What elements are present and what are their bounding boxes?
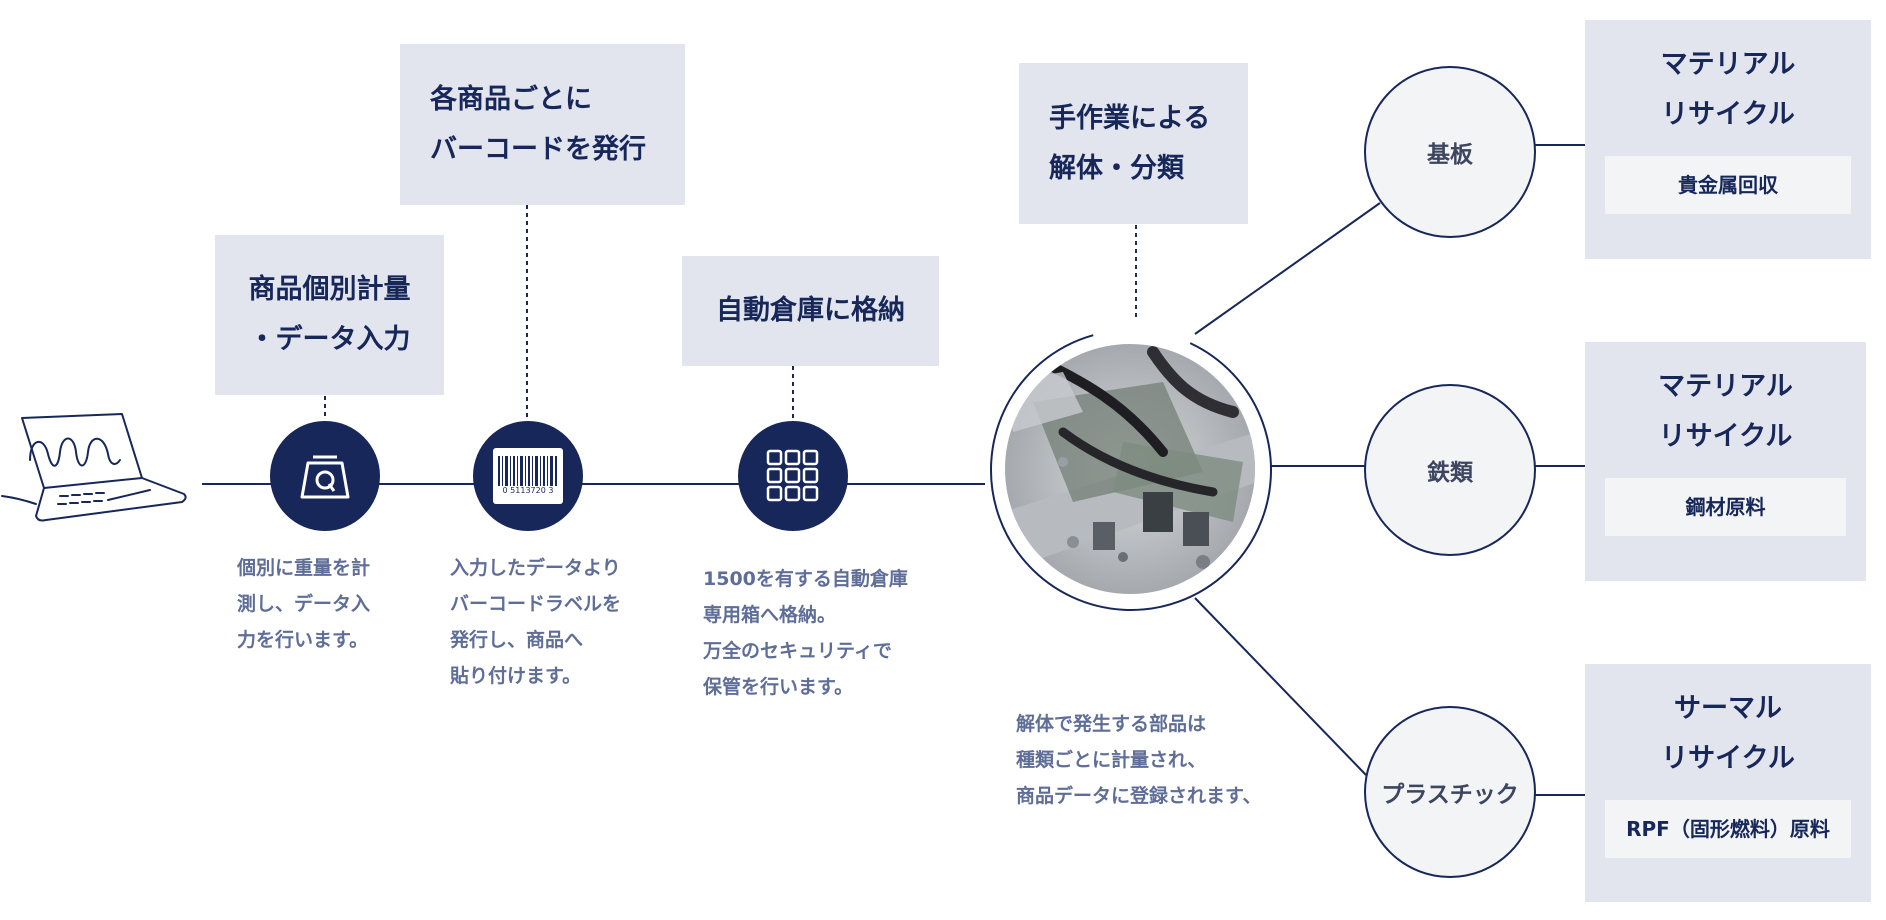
grid-icon-circle bbox=[738, 421, 848, 531]
step-storage-desc-line: 1500を有する自動倉庫 bbox=[703, 568, 908, 590]
result-board-line1: マテリアル bbox=[1660, 49, 1796, 80]
result-board-sub: 貴金属回収 bbox=[1605, 156, 1851, 214]
step-weigh-title-line1: 商品個別計量 bbox=[248, 274, 411, 305]
step-barcode-desc-line: バーコードラベルを bbox=[450, 593, 622, 615]
step-dismantle-title-line1: 手作業による bbox=[1049, 102, 1211, 134]
step-storage-title: 自動倉庫に格納 bbox=[716, 295, 905, 326]
result-plastic-line2: リサイクル bbox=[1661, 743, 1795, 774]
step-storage-box: 自動倉庫に格納 bbox=[682, 256, 939, 366]
result-iron-line1: マテリアル bbox=[1658, 371, 1793, 402]
result-board-box: マテリアル リサイクル 貴金属回収 bbox=[1585, 20, 1871, 259]
category-iron: 鉄類 bbox=[1364, 384, 1536, 556]
step-storage-desc-line: 専用箱へ格納。 bbox=[703, 604, 837, 626]
step-barcode-desc: 入力したデータより バーコードラベルを 発行し、商品へ 貼り付けます。 bbox=[450, 550, 621, 694]
barcode-number: 0 5113720 3 bbox=[502, 486, 554, 495]
scale-icon bbox=[300, 455, 350, 499]
laptop-icon bbox=[1, 413, 187, 522]
step-barcode-title-line1: 各商品ごとに bbox=[430, 83, 592, 115]
step-weigh-desc: 個別に重量を計 測し、データ入 力を行います。 bbox=[237, 550, 370, 658]
barcode-icon bbox=[498, 456, 557, 486]
category-board-label: 基板 bbox=[1427, 142, 1473, 168]
category-plastic: プラスチック bbox=[1364, 706, 1536, 878]
step-dismantle-title-line2: 解体・分類 bbox=[1049, 152, 1184, 184]
step-dismantle-box: 手作業による 解体・分類 bbox=[1019, 63, 1248, 224]
result-iron-box: マテリアル リサイクル 鋼材原料 bbox=[1585, 342, 1866, 581]
step-storage-desc-line: 保管を行います。 bbox=[703, 676, 854, 698]
dismantled-parts-photo bbox=[1005, 344, 1255, 594]
result-board-line2: リサイクル bbox=[1661, 99, 1795, 130]
step-dismantle-desc-line: 商品データに登録されます、 bbox=[1016, 785, 1262, 807]
step-storage-desc-line: 万全のセキュリティで bbox=[703, 640, 892, 662]
step-barcode-title-line2: バーコードを発行 bbox=[430, 133, 646, 165]
result-iron-sub: 鋼材原料 bbox=[1605, 478, 1846, 536]
step-weigh-desc-line: 個別に重量を計 bbox=[237, 557, 371, 579]
step-weigh-title-line2: ・データ入力 bbox=[248, 324, 411, 355]
result-plastic-box: サーマル リサイクル RPF（固形燃料）原料 bbox=[1585, 664, 1871, 902]
step-dismantle-desc-line: 種類ごとに計量され、 bbox=[1016, 749, 1207, 771]
step-weigh-desc-line: 測し、データ入 bbox=[237, 593, 371, 615]
result-iron-line2: リサイクル bbox=[1658, 421, 1793, 452]
grid-icon bbox=[766, 449, 819, 502]
step-dismantle-desc: 解体で発生する部品は 種類ごとに計量され、 商品データに登録されます、 bbox=[1016, 706, 1261, 814]
step-weigh-box: 商品個別計量 ・データ入力 bbox=[215, 235, 444, 395]
step-dismantle-desc-line: 解体で発生する部品は bbox=[1016, 713, 1207, 735]
step-barcode-desc-line: 入力したデータより bbox=[450, 557, 621, 579]
step-barcode-desc-line: 発行し、商品へ bbox=[450, 629, 584, 651]
category-iron-label: 鉄類 bbox=[1427, 460, 1473, 486]
category-plastic-label: プラスチック bbox=[1381, 782, 1519, 808]
barcode-icon-circle: 0 5113720 3 bbox=[473, 421, 583, 531]
step-barcode-desc-line: 貼り付けます。 bbox=[450, 665, 582, 687]
step-weigh-desc-line: 力を行います。 bbox=[237, 629, 369, 651]
result-plastic-line1: サーマル bbox=[1674, 693, 1782, 724]
result-plastic-sub: RPF（固形燃料）原料 bbox=[1605, 800, 1851, 858]
scale-icon-circle bbox=[270, 421, 380, 531]
category-board: 基板 bbox=[1364, 66, 1536, 238]
step-barcode-box: 各商品ごとに バーコードを発行 bbox=[400, 44, 685, 205]
step-storage-desc: 1500を有する自動倉庫 専用箱へ格納。 万全のセキュリティで 保管を行います。 bbox=[703, 561, 908, 705]
